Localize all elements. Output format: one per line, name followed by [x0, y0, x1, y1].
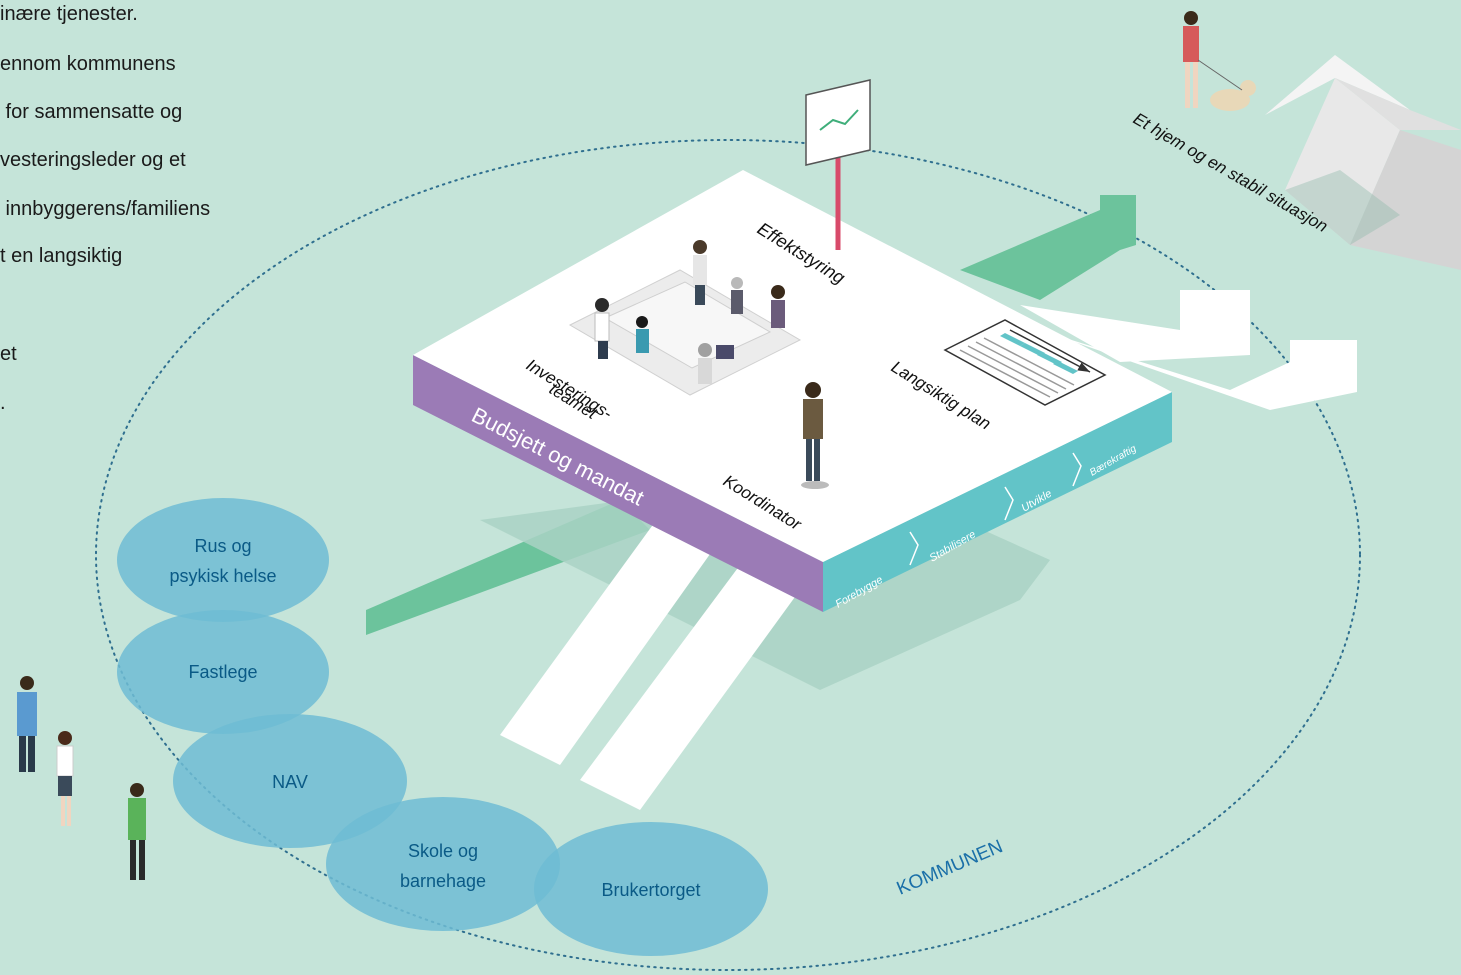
platform-top: [413, 170, 1172, 562]
municipality-boundary: [95, 139, 1361, 971]
input-ramp-1: [500, 515, 720, 765]
service-label: Fastlege: [188, 662, 257, 682]
output-arrow-2: [1040, 330, 1357, 410]
service-circle-fastlege: [117, 610, 329, 734]
intro-line: t en langsiktig: [0, 245, 123, 267]
service-label: Rus og: [194, 536, 251, 556]
coordinator-figure: [801, 382, 829, 489]
stage-divider: [1072, 452, 1082, 487]
platform-side-purple: [413, 355, 823, 612]
house-icon: [1265, 55, 1461, 270]
effect-trend-line: [819, 109, 859, 131]
intro-line: innbyggerens/familiens: [0, 198, 211, 220]
service-circle-skole: [326, 797, 560, 931]
green-flow-arrow: [960, 195, 1136, 300]
waiting-people-figures: [17, 676, 146, 880]
municipality-label: KOMMUNEN: [894, 836, 1006, 899]
output-arrow-1: [1020, 290, 1250, 362]
intro-line: for sammensatte og: [0, 101, 183, 123]
intro-line: inære tjenester.: [0, 3, 138, 25]
service-circles: [117, 498, 768, 956]
platform-side-teal: [823, 392, 1172, 612]
service-label: NAV: [272, 772, 308, 792]
woman-with-dog-figure: [1183, 11, 1256, 111]
intro-text-block: inære tjenester. ennom kommunens for sam…: [0, 0, 330, 420]
plan-board: [943, 319, 1107, 406]
stage-divider: [909, 531, 919, 566]
service-label: psykisk helse: [169, 566, 276, 586]
stage-divider: [1004, 486, 1014, 521]
service-labels: Rus og psykisk helse Fastlege NAV Skole …: [169, 536, 700, 900]
intro-line: .: [0, 392, 6, 414]
service-circle-rus: [117, 498, 329, 622]
service-label: barnehage: [400, 871, 486, 891]
service-circle-nav: [173, 714, 407, 848]
intro-line: ennom kommunens: [0, 53, 176, 75]
service-label: Brukertorget: [601, 880, 700, 900]
service-label: Skole og: [408, 841, 478, 861]
meeting-people: [594, 240, 785, 384]
service-circle-brukertorget: [534, 822, 768, 956]
intro-line: et: [0, 343, 17, 365]
input-ramp-2: [580, 565, 800, 810]
intro-line: vesteringsleder og et: [0, 149, 186, 171]
plan-gantt-bars: [959, 329, 1091, 398]
